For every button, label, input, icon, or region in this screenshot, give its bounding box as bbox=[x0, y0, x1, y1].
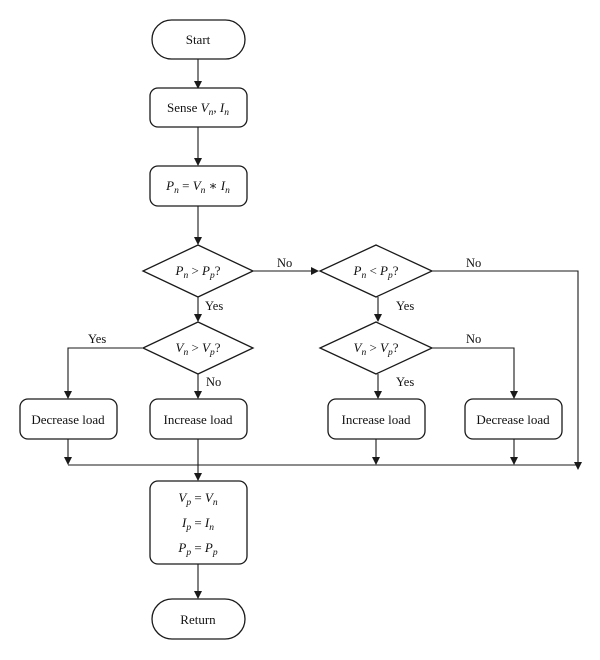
update-line-voltage: Vp = Vn bbox=[178, 490, 218, 508]
update-node: Vp = Vn Ip = In Pp = Pp bbox=[149, 480, 248, 565]
label-yes-power-less: Yes bbox=[396, 299, 414, 313]
box-decrease-load-right-label: Decrease load bbox=[476, 412, 550, 427]
arrow-no-to-decrease-right bbox=[432, 347, 518, 399]
label-yes-voltage-right: Yes bbox=[396, 375, 414, 389]
label-yes-voltage-left: Yes bbox=[88, 332, 106, 346]
decision-voltage-left: Vn > Vp? bbox=[141, 321, 255, 375]
decision-voltage-right-label: Vn > Vp? bbox=[353, 340, 398, 358]
sense-label: Sense Vn, In bbox=[167, 100, 229, 118]
box-increase-load-right-label: Increase load bbox=[342, 412, 411, 427]
sense-node: Sense Vn, In bbox=[149, 87, 248, 128]
arrow-no-bypass bbox=[432, 270, 582, 470]
label-no-voltage-right: No bbox=[466, 332, 481, 346]
decision-power-greater: Pn > Pp? bbox=[141, 244, 255, 298]
update-line-power: Pp = Pp bbox=[177, 540, 218, 558]
power-formula: Pn = Vn ∗ In bbox=[165, 178, 230, 196]
return-node: Return bbox=[151, 598, 246, 640]
arrow-yes-to-decrease-left bbox=[64, 347, 142, 399]
box-increase-load-left: Increase load bbox=[149, 398, 248, 440]
box-decrease-load-left: Decrease load bbox=[19, 398, 118, 440]
update-line-current: Ip = In bbox=[181, 515, 214, 533]
start-node: Start bbox=[151, 19, 246, 60]
decision-power-greater-label: Pn > Pp? bbox=[174, 263, 220, 281]
label-yes-power-greater: Yes bbox=[205, 299, 223, 313]
power-node: Pn = Vn ∗ In bbox=[149, 165, 248, 207]
label-no-power-less: No bbox=[466, 256, 481, 270]
decision-voltage-right: Vn > Vp? bbox=[318, 321, 434, 375]
decision-power-less: Pn < Pp? bbox=[318, 244, 434, 298]
decision-power-less-label: Pn < Pp? bbox=[352, 263, 398, 281]
connectors bbox=[64, 59, 582, 599]
box-increase-load-right: Increase load bbox=[327, 398, 426, 440]
start-label: Start bbox=[186, 32, 211, 47]
label-no-voltage-left: No bbox=[206, 375, 221, 389]
decision-voltage-left-label: Vn > Vp? bbox=[175, 340, 220, 358]
box-decrease-load-right: Decrease load bbox=[464, 398, 563, 440]
box-increase-load-left-label: Increase load bbox=[164, 412, 233, 427]
label-no-power-greater: No bbox=[277, 256, 292, 270]
box-decrease-load-left-label: Decrease load bbox=[31, 412, 105, 427]
return-label: Return bbox=[180, 612, 216, 627]
